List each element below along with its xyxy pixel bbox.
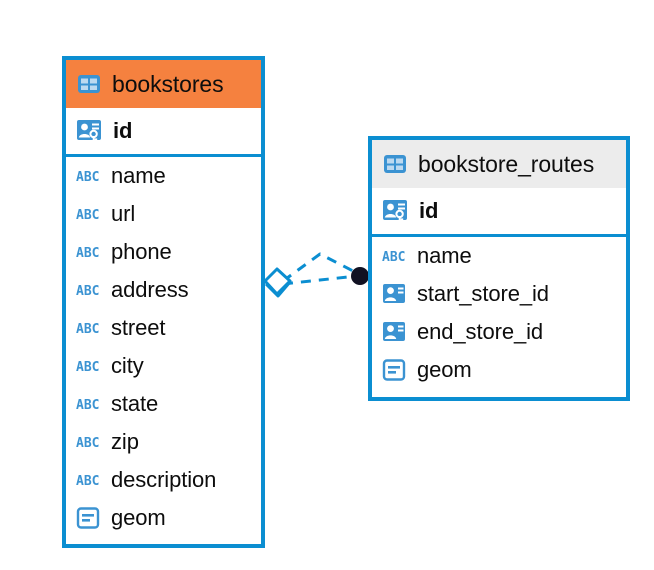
relationship-lines <box>282 252 358 286</box>
field-label: id <box>113 118 133 143</box>
text-type-icon: ABC <box>76 397 102 413</box>
field-label: name <box>417 243 472 268</box>
er-table-bookstores[interactable]: bookstores id <box>62 56 265 548</box>
text-type-icon: ABC <box>76 207 102 223</box>
text-type-icon: ABC <box>382 249 408 265</box>
field-row-name[interactable]: ABC name <box>66 157 261 195</box>
svg-text:ABC: ABC <box>76 208 99 221</box>
table-title: bookstores <box>112 70 224 97</box>
primary-key-section-bookstore-routes: id <box>372 188 626 237</box>
text-type-icon: ABC <box>76 473 102 489</box>
relationship-line-upper <box>282 252 358 283</box>
svg-text:ABC: ABC <box>76 246 99 259</box>
diamond-marker <box>263 267 292 298</box>
primary-key-icon <box>382 198 410 224</box>
relationship-line-lower <box>282 274 358 286</box>
table-title: bookstore_routes <box>418 150 595 177</box>
er-table-bookstore-routes[interactable]: bookstore_routes id <box>368 136 630 401</box>
field-label: phone <box>111 239 172 264</box>
field-row-id[interactable]: id <box>66 108 261 154</box>
geometry-type-icon <box>382 358 408 382</box>
table-header-bookstores[interactable]: bookstores <box>66 60 261 108</box>
field-label: start_store_id <box>417 281 549 306</box>
svg-text:ABC: ABC <box>76 284 99 297</box>
table-icon <box>76 71 102 97</box>
svg-text:ABC: ABC <box>76 398 99 411</box>
field-row-description[interactable]: ABC description <box>66 461 261 499</box>
geometry-type-icon <box>76 506 102 530</box>
field-label: street <box>111 315 166 340</box>
field-label: address <box>111 277 189 302</box>
primary-key-section-bookstores: id <box>66 108 261 157</box>
field-row-zip[interactable]: ABC zip <box>66 423 261 461</box>
text-type-icon: ABC <box>76 435 102 451</box>
field-label: description <box>111 467 217 492</box>
field-row-street[interactable]: ABC street <box>66 309 261 347</box>
foreign-key-icon <box>382 282 408 306</box>
text-type-icon: ABC <box>76 283 102 299</box>
table-icon <box>382 151 408 177</box>
text-type-icon: ABC <box>76 169 102 185</box>
field-row-geom[interactable]: geom <box>372 351 626 389</box>
foreign-key-icon <box>382 320 408 344</box>
primary-key-icon <box>76 118 104 144</box>
field-list-bookstores: ABC name ABC url ABC pho <box>66 157 261 537</box>
field-row-id[interactable]: id <box>372 188 626 234</box>
field-row-url[interactable]: ABC url <box>66 195 261 233</box>
svg-text:ABC: ABC <box>76 360 99 373</box>
field-label: geom <box>111 505 166 530</box>
field-row-geom[interactable]: geom <box>66 499 261 537</box>
field-label: zip <box>111 429 139 454</box>
field-row-name[interactable]: ABC name <box>372 237 626 275</box>
field-row-address[interactable]: ABC address <box>66 271 261 309</box>
text-type-icon: ABC <box>76 359 102 375</box>
svg-text:ABC: ABC <box>76 322 99 335</box>
filled-circle-marker <box>351 267 369 285</box>
field-label: end_store_id <box>417 319 544 344</box>
field-label: city <box>111 353 144 378</box>
field-row-city[interactable]: ABC city <box>66 347 261 385</box>
field-row-end-store-id[interactable]: end_store_id <box>372 313 626 351</box>
field-label: url <box>111 201 136 226</box>
field-row-start-store-id[interactable]: start_store_id <box>372 275 626 313</box>
field-label: geom <box>417 357 472 382</box>
field-label: name <box>111 163 166 188</box>
text-type-icon: ABC <box>76 245 102 261</box>
table-header-bookstore-routes[interactable]: bookstore_routes <box>372 140 626 188</box>
field-row-state[interactable]: ABC state <box>66 385 261 423</box>
field-list-bookstore-routes: ABC name start_store_id <box>372 237 626 389</box>
text-type-icon: ABC <box>76 321 102 337</box>
svg-text:ABC: ABC <box>382 250 405 263</box>
field-label: id <box>419 198 439 223</box>
svg-text:ABC: ABC <box>76 170 99 183</box>
field-label: state <box>111 391 159 416</box>
field-row-phone[interactable]: ABC phone <box>66 233 261 271</box>
svg-text:ABC: ABC <box>76 474 99 487</box>
svg-text:ABC: ABC <box>76 436 99 449</box>
